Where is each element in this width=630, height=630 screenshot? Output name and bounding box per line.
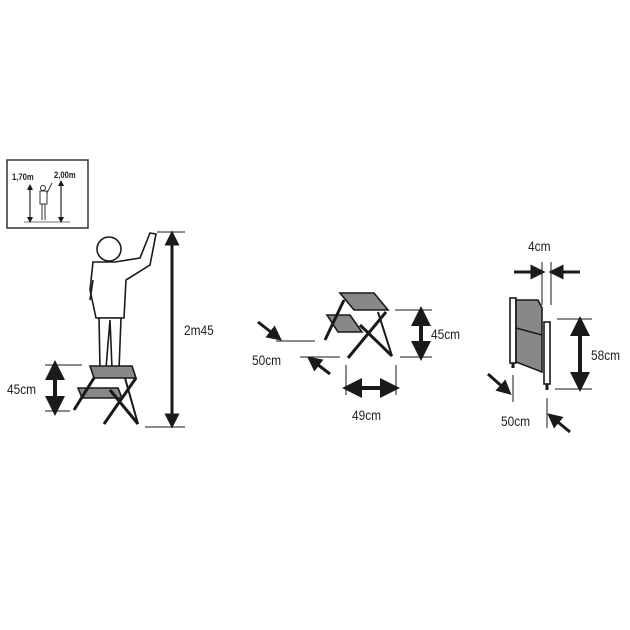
folded-thickness-dimension bbox=[514, 262, 580, 305]
step-height-dimension bbox=[45, 360, 82, 416]
inset-label-200: 2,00m bbox=[54, 170, 76, 180]
total-reach-label: 2m45 bbox=[184, 322, 214, 338]
folded-height-dimension bbox=[555, 316, 592, 392]
open-height-dimension bbox=[395, 306, 432, 361]
folded-depth-label: 50cm bbox=[501, 413, 531, 429]
folded-depth-dimension bbox=[487, 372, 571, 434]
folded-height-label: 58cm bbox=[591, 347, 621, 363]
folded-stool bbox=[509, 297, 551, 390]
small-person-icon bbox=[39, 182, 53, 220]
total-reach-dimension bbox=[145, 230, 185, 429]
step-height-label: 45cm bbox=[7, 381, 37, 397]
open-width-label: 49cm bbox=[352, 407, 382, 423]
open-depth-dimension bbox=[257, 320, 340, 376]
open-stool bbox=[323, 292, 394, 359]
open-height-label: 45cm bbox=[431, 326, 461, 342]
open-width-dimension bbox=[342, 365, 400, 398]
folded-thickness-label: 4cm bbox=[528, 238, 551, 254]
person-figure bbox=[89, 232, 157, 372]
stepladder-in-use bbox=[72, 365, 140, 425]
inset-box bbox=[6, 159, 89, 229]
open-depth-label: 50cm bbox=[252, 352, 282, 368]
inset-label-170: 1,70m bbox=[12, 172, 34, 182]
